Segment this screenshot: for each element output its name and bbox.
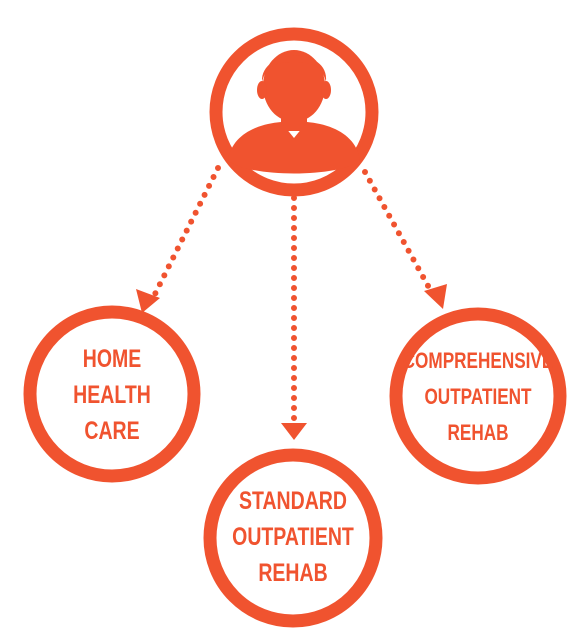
comprehensive-outpatient-rehab-line-2: OUTPATIENT bbox=[424, 384, 532, 409]
arrowhead-home-health-care bbox=[136, 289, 160, 313]
home-health-care-line-1: HOME bbox=[82, 345, 142, 373]
person-icon bbox=[228, 50, 360, 174]
arrowhead-comprehensive-outpatient-rehab bbox=[424, 284, 447, 309]
standard-outpatient-rehab-label: STANDARD OUTPATIENT REHAB bbox=[231, 482, 356, 592]
edge-to-comprehensive-outpatient-rehab bbox=[362, 169, 435, 296]
home-health-care-line-2: HEALTH bbox=[73, 381, 151, 409]
comprehensive-outpatient-rehab-label: COMPREHENSIVE OUTPATIENT REHAB bbox=[403, 342, 554, 452]
root-node bbox=[209, 27, 379, 197]
standard-outpatient-rehab-line-2: OUTPATIENT bbox=[232, 523, 354, 551]
arrowhead-standard-outpatient-rehab bbox=[281, 423, 307, 440]
standard-outpatient-rehab-line-1: STANDARD bbox=[239, 487, 347, 515]
home-health-care-node-circle bbox=[23, 305, 201, 483]
home-health-care-line-3: CARE bbox=[84, 417, 140, 445]
edge-to-home-health-care bbox=[149, 165, 221, 303]
standard-outpatient-rehab-line-3: REHAB bbox=[258, 559, 328, 587]
comprehensive-outpatient-rehab-line-1: COMPREHENSIVE bbox=[402, 348, 554, 373]
comprehensive-outpatient-rehab-node-circle bbox=[389, 307, 567, 485]
home-health-care-label: HOME HEALTH CARE bbox=[57, 340, 166, 450]
standard-outpatient-rehab-node-circle bbox=[203, 448, 383, 628]
connectors bbox=[136, 165, 447, 440]
comprehensive-outpatient-rehab-line-3: REHAB bbox=[447, 420, 509, 445]
